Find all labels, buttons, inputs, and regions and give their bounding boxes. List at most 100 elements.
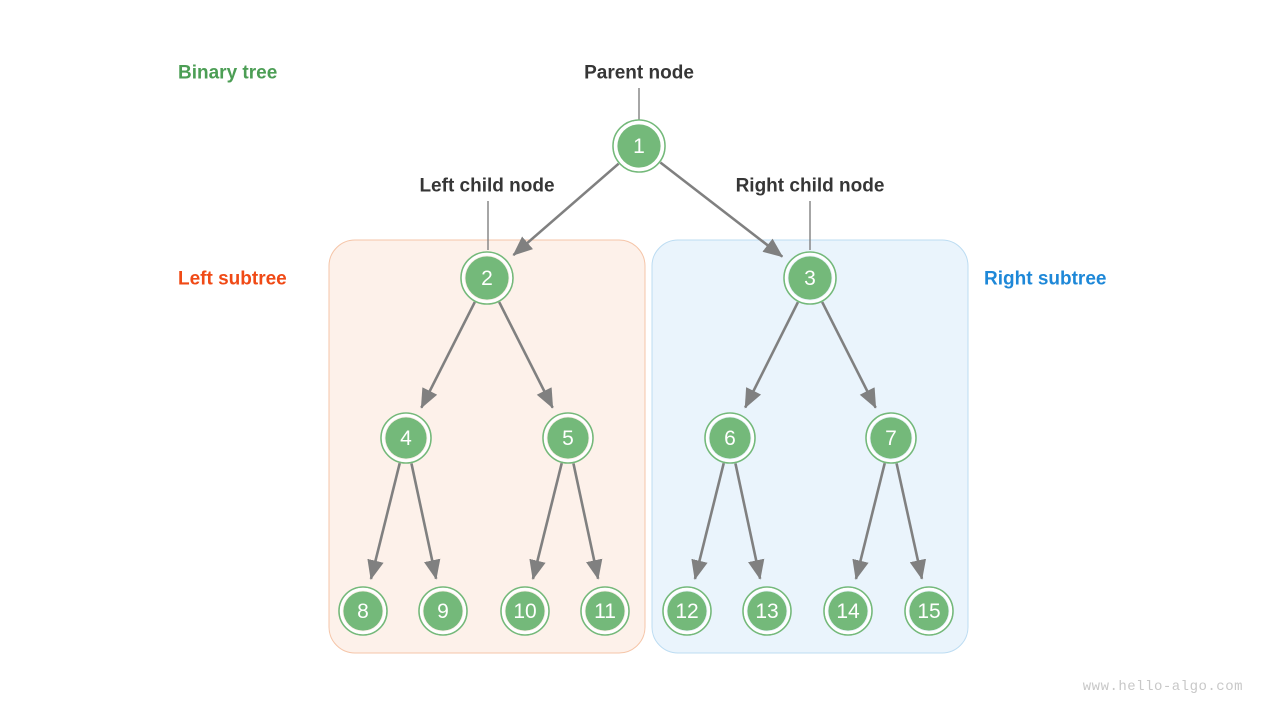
node-outer-ring-4 xyxy=(380,412,432,464)
tree-node-14[interactable]: 14 xyxy=(823,586,873,636)
tree-node-11[interactable]: 11 xyxy=(580,586,630,636)
node-outer-ring-2 xyxy=(460,251,514,305)
node-value-10: 10 xyxy=(513,600,536,623)
tree-node-5[interactable]: 5 xyxy=(542,412,594,464)
node-outer-ring-8 xyxy=(338,586,388,636)
node-circle-9[interactable] xyxy=(423,591,463,631)
node-circle-13[interactable] xyxy=(747,591,787,631)
edge-7-to-15 xyxy=(895,463,927,580)
annotation-parent-node: Parent node xyxy=(584,63,694,84)
node-circle-3[interactable] xyxy=(788,256,832,300)
node-circle-7[interactable] xyxy=(870,417,912,459)
node-gap-ring-14 xyxy=(824,587,872,635)
edge-1-to-3 xyxy=(659,161,784,258)
edge-2-to-5 xyxy=(498,301,554,409)
node-gap-ring-1 xyxy=(613,120,665,172)
node-circle-11[interactable] xyxy=(585,591,625,631)
node-gap-ring-12 xyxy=(663,587,711,635)
edge-6-to-12 xyxy=(691,462,725,580)
tree-node-15[interactable]: 15 xyxy=(904,586,954,636)
node-outer-ring-12 xyxy=(662,586,712,636)
node-gap-ring-8 xyxy=(339,587,387,635)
region-left-subtree: Left subtree xyxy=(178,239,646,654)
node-outer-ring-3 xyxy=(783,251,837,305)
node-circle-2[interactable] xyxy=(465,256,509,300)
node-circle-8[interactable] xyxy=(343,591,383,631)
annotation-left-child-node: Left child node xyxy=(419,176,554,197)
region-label-left-subtree: Left subtree xyxy=(178,269,287,290)
node-gap-ring-13 xyxy=(743,587,791,635)
node-circle-10[interactable] xyxy=(505,591,545,631)
node-value-1: 1 xyxy=(633,135,645,158)
tree-node-4[interactable]: 4 xyxy=(380,412,432,464)
region-label-right-subtree: Right subtree xyxy=(984,269,1106,290)
node-value-9: 9 xyxy=(437,600,449,623)
node-value-14: 14 xyxy=(836,600,860,623)
node-value-3: 3 xyxy=(804,267,816,290)
node-value-8: 8 xyxy=(357,600,369,623)
tree-node-3[interactable]: 3 xyxy=(783,251,837,305)
node-gap-ring-10 xyxy=(501,587,549,635)
edge-6-to-13 xyxy=(734,463,765,580)
annotation-right-child-node: Right child node xyxy=(736,176,885,197)
node-value-7: 7 xyxy=(885,427,897,450)
node-value-12: 12 xyxy=(675,600,698,623)
node-circle-12[interactable] xyxy=(667,591,707,631)
edge-7-to-14 xyxy=(852,462,886,580)
node-circle-14[interactable] xyxy=(828,591,868,631)
node-outer-ring-15 xyxy=(904,586,954,636)
tree-node-7[interactable]: 7 xyxy=(865,412,917,464)
tree-node-10[interactable]: 10 xyxy=(500,586,550,636)
node-gap-ring-9 xyxy=(419,587,467,635)
edge-5-to-11 xyxy=(572,463,603,580)
edge-3-to-6 xyxy=(744,301,800,409)
node-outer-ring-14 xyxy=(823,586,873,636)
node-gap-ring-6 xyxy=(705,413,755,463)
watermark: www.hello-algo.com xyxy=(1083,679,1243,695)
tree-node-1[interactable]: 1 xyxy=(612,119,666,173)
tree-node-12[interactable]: 12 xyxy=(662,586,712,636)
tree-node-2[interactable]: 2 xyxy=(460,251,514,305)
node-value-13: 13 xyxy=(755,600,778,623)
edge-3-to-7 xyxy=(821,301,877,409)
tree-node-9[interactable]: 9 xyxy=(418,586,468,636)
edge-5-to-10 xyxy=(529,462,563,580)
subtree-regions: Left subtree Right subtree xyxy=(178,239,1106,654)
node-value-2: 2 xyxy=(481,267,493,290)
node-circle-6[interactable] xyxy=(709,417,751,459)
node-value-6: 6 xyxy=(724,427,736,450)
region-right-subtree: Right subtree xyxy=(651,239,1106,654)
tree-node-13[interactable]: 13 xyxy=(742,586,792,636)
node-gap-ring-2 xyxy=(461,252,513,304)
node-outer-ring-6 xyxy=(704,412,756,464)
edge-4-to-9 xyxy=(410,463,441,580)
node-outer-ring-10 xyxy=(500,586,550,636)
node-outer-ring-5 xyxy=(542,412,594,464)
node-circle-15[interactable] xyxy=(909,591,949,631)
edge-4-to-8 xyxy=(367,462,401,580)
node-gap-ring-4 xyxy=(381,413,431,463)
node-value-5: 5 xyxy=(562,427,574,450)
tree-node-8[interactable]: 8 xyxy=(338,586,388,636)
tree-node-6[interactable]: 6 xyxy=(704,412,756,464)
node-gap-ring-15 xyxy=(905,587,953,635)
node-outer-ring-13 xyxy=(742,586,792,636)
edge-1-to-2 xyxy=(512,162,620,257)
node-circle-4[interactable] xyxy=(385,417,427,459)
edge-2-to-4 xyxy=(420,301,476,409)
node-circle-5[interactable] xyxy=(547,417,589,459)
node-gap-ring-3 xyxy=(784,252,836,304)
node-value-11: 11 xyxy=(594,600,616,623)
node-outer-ring-11 xyxy=(580,586,630,636)
region-box-left-subtree xyxy=(328,239,646,654)
node-gap-ring-11 xyxy=(581,587,629,635)
node-circle-1[interactable] xyxy=(617,124,661,168)
node-outer-ring-9 xyxy=(418,586,468,636)
node-gap-ring-5 xyxy=(543,413,593,463)
node-outer-ring-1 xyxy=(612,119,666,173)
annotation-pointers xyxy=(487,88,811,250)
